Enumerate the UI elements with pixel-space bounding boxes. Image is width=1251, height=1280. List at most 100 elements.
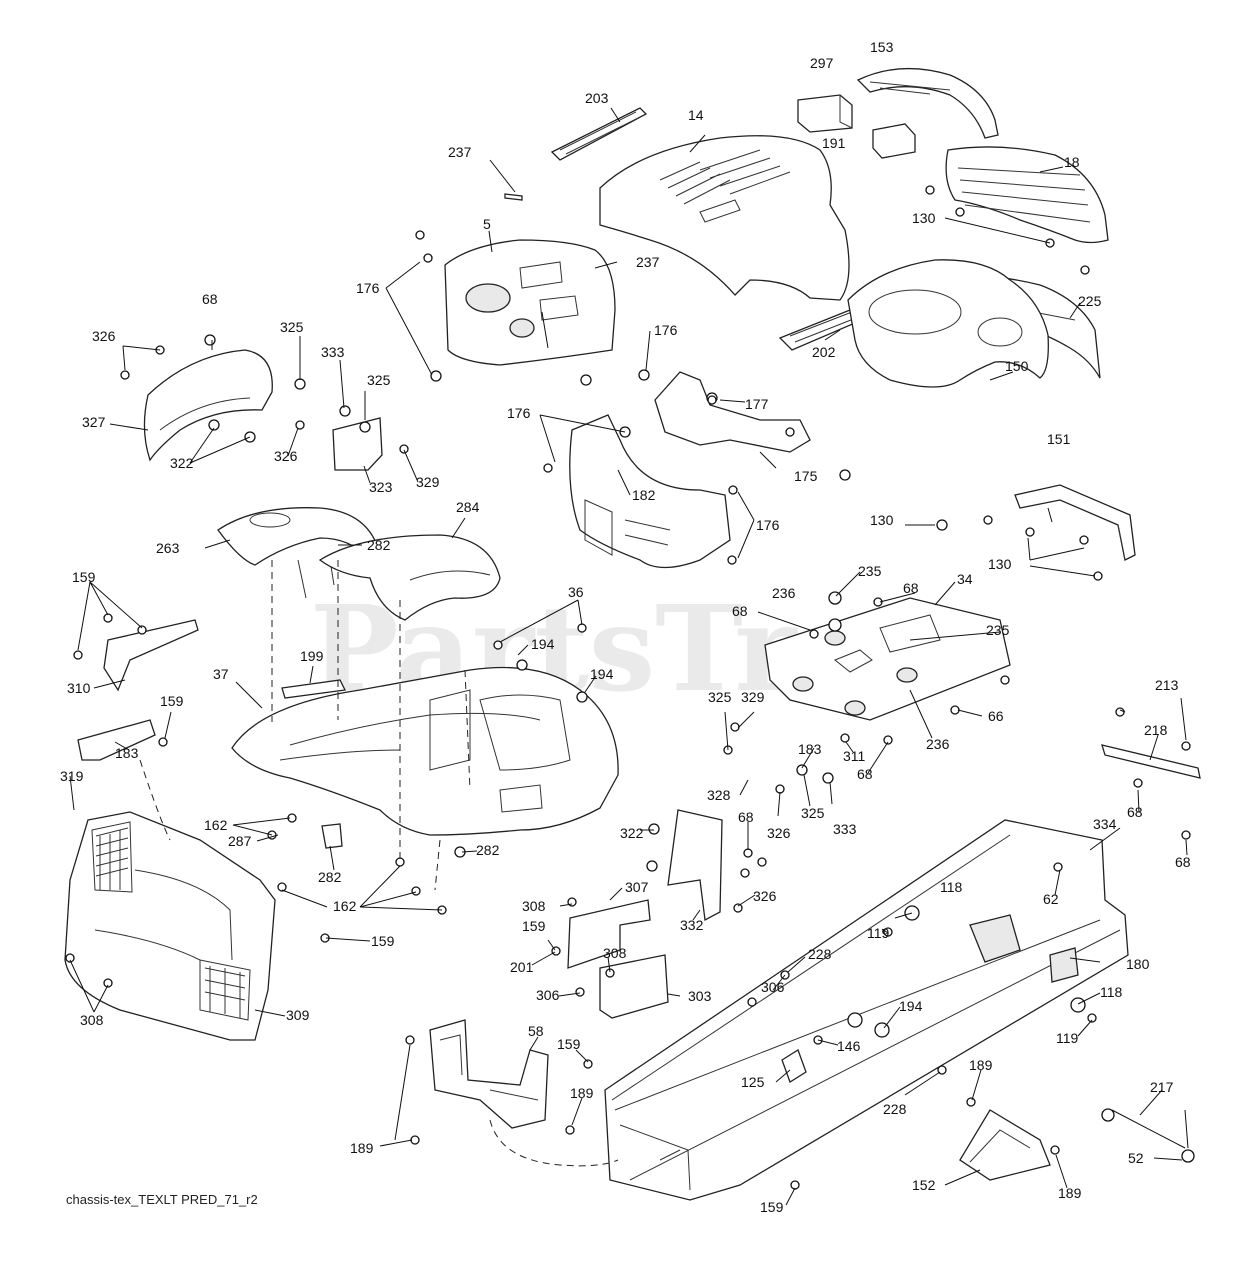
part-14-hood[interactable] bbox=[599, 135, 850, 301]
callout: 322 bbox=[170, 455, 194, 471]
part-332[interactable] bbox=[667, 809, 723, 922]
part-5-dash-panel[interactable] bbox=[444, 239, 616, 366]
callout: 146 bbox=[837, 1038, 861, 1054]
callout: 310 bbox=[67, 680, 91, 696]
callout: 68 bbox=[1175, 854, 1191, 870]
callout: 189 bbox=[1058, 1185, 1082, 1201]
part-34-plate[interactable] bbox=[764, 597, 1011, 721]
callout: 237 bbox=[448, 144, 472, 160]
callout: 159 bbox=[760, 1199, 784, 1215]
callout: 189 bbox=[350, 1140, 374, 1156]
callout: 159 bbox=[522, 918, 546, 934]
callout: 325 bbox=[280, 319, 304, 335]
callout: 333 bbox=[833, 821, 857, 837]
part-125[interactable] bbox=[781, 1049, 807, 1083]
callout: 303 bbox=[688, 988, 712, 1004]
callout: 189 bbox=[570, 1085, 594, 1101]
callout: 333 bbox=[321, 344, 345, 360]
callout: 217 bbox=[1150, 1079, 1174, 1095]
part-307[interactable] bbox=[567, 899, 651, 969]
part-175-bracket[interactable] bbox=[654, 371, 811, 453]
callout: 326 bbox=[274, 448, 298, 464]
callout: 307 bbox=[625, 879, 649, 895]
part-180-frame[interactable] bbox=[604, 819, 1129, 1201]
callout: 189 bbox=[969, 1057, 993, 1073]
callout: 66 bbox=[988, 708, 1004, 724]
diagram-code: chassis-tex_TEXLT PRED_71_r2 bbox=[66, 1192, 258, 1207]
callout: 323 bbox=[369, 479, 393, 495]
part-284-seat[interactable] bbox=[318, 534, 501, 621]
callout: 325 bbox=[801, 805, 825, 821]
part-310[interactable] bbox=[103, 619, 199, 692]
part-18-grille[interactable] bbox=[945, 146, 1109, 244]
part-153[interactable] bbox=[856, 67, 999, 139]
callout: 159 bbox=[371, 933, 395, 949]
callout: 58 bbox=[528, 1023, 544, 1039]
part-203[interactable] bbox=[550, 107, 648, 161]
callout: 130 bbox=[870, 512, 894, 528]
callout: 125 bbox=[741, 1074, 765, 1090]
callout: 62 bbox=[1043, 891, 1059, 907]
callout: 177 bbox=[745, 396, 769, 412]
callout: 282 bbox=[318, 869, 342, 885]
callout: 68 bbox=[732, 603, 748, 619]
part-37-body[interactable] bbox=[231, 666, 619, 836]
callout: 284 bbox=[456, 499, 480, 515]
callout: 175 bbox=[794, 468, 818, 484]
part-58[interactable] bbox=[429, 1019, 549, 1129]
callout: 319 bbox=[60, 768, 84, 784]
callout: 306 bbox=[761, 979, 785, 995]
callout: 194 bbox=[590, 666, 614, 682]
callout: 287 bbox=[228, 833, 252, 849]
part-150[interactable] bbox=[847, 259, 1049, 388]
part-152[interactable] bbox=[959, 1109, 1051, 1181]
callout: 159 bbox=[557, 1036, 581, 1052]
part-217-rod[interactable] bbox=[1101, 1108, 1195, 1163]
part-237[interactable] bbox=[504, 193, 523, 201]
part-199[interactable] bbox=[281, 679, 346, 699]
callout: 328 bbox=[707, 787, 731, 803]
part-309-front-frame[interactable] bbox=[64, 811, 276, 1041]
callout: 159 bbox=[160, 693, 184, 709]
part-327-fender[interactable] bbox=[143, 349, 273, 462]
part-311[interactable] bbox=[77, 719, 156, 761]
callout: 213 bbox=[1155, 677, 1179, 693]
callout: 37 bbox=[213, 666, 229, 682]
callout: 202 bbox=[812, 344, 836, 360]
callout: 194 bbox=[531, 636, 555, 652]
callout: 176 bbox=[756, 517, 780, 533]
callout: 191 bbox=[822, 135, 846, 151]
part-303[interactable] bbox=[599, 954, 669, 1019]
callout: 194 bbox=[899, 998, 923, 1014]
callout: 325 bbox=[708, 689, 732, 705]
part-182[interactable] bbox=[569, 414, 731, 569]
callout: 228 bbox=[808, 946, 832, 962]
callout: 327 bbox=[82, 414, 106, 430]
part-218[interactable] bbox=[1101, 744, 1201, 779]
callout: 311 bbox=[843, 748, 866, 764]
callout: 68 bbox=[738, 809, 754, 825]
part-297[interactable] bbox=[797, 94, 853, 133]
callout: 18 bbox=[1064, 154, 1080, 170]
callout: 326 bbox=[753, 888, 777, 904]
callout: 282 bbox=[367, 537, 391, 553]
part-191[interactable] bbox=[872, 123, 916, 159]
callout: 68 bbox=[202, 291, 218, 307]
callout: 118 bbox=[940, 879, 963, 895]
part-151[interactable] bbox=[1014, 484, 1136, 561]
part-282-clip[interactable] bbox=[321, 823, 343, 849]
callout: 225 bbox=[1078, 293, 1102, 309]
callout: 162 bbox=[333, 898, 357, 914]
callout: 309 bbox=[286, 1007, 310, 1023]
callout: 182 bbox=[632, 487, 656, 503]
part-323[interactable] bbox=[332, 417, 383, 471]
callout: 306 bbox=[536, 987, 560, 1003]
callout: 36 bbox=[568, 584, 584, 600]
assembly-lines bbox=[139, 560, 619, 1167]
callout: 176 bbox=[654, 322, 678, 338]
callout: 236 bbox=[772, 585, 796, 601]
callout: 130 bbox=[988, 556, 1012, 572]
callout: 183 bbox=[115, 745, 139, 761]
callout: 334 bbox=[1093, 816, 1117, 832]
